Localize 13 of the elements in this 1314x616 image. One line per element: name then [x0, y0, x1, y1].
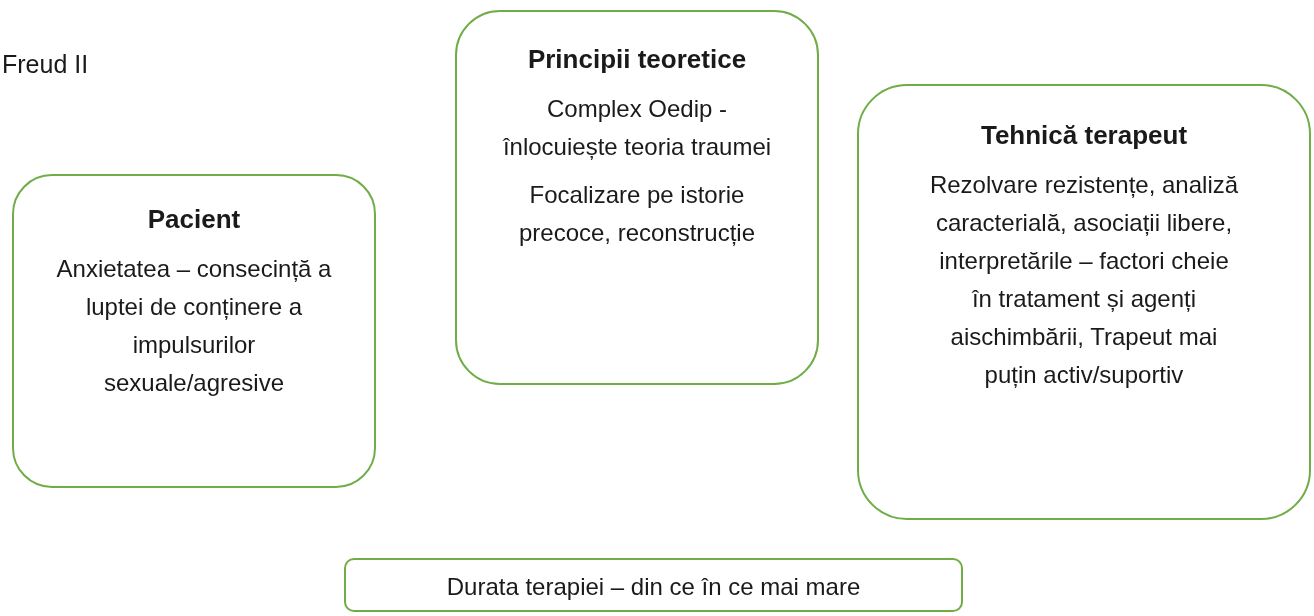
box-body-text: Complex Oedip - înlocuiește teoria traumei [501, 94, 773, 162]
box-heading: Pacient [147, 203, 241, 236]
diagram-title: Freud II [2, 50, 89, 79]
box-heading: Tehnică terapeut [980, 119, 1188, 152]
box-body-text: Focalizare pe istorie precoce, reconstrucție [517, 180, 757, 248]
box-body-text: Anxietatea – consecință a luptei de conținere a impulsurilor sexuale/agresive [55, 254, 333, 398]
box-heading: Principii teoretice [527, 43, 747, 76]
rounded-box [12, 174, 376, 488]
rounded-box [344, 558, 963, 612]
rounded-box [857, 84, 1311, 520]
rounded-box [455, 10, 819, 385]
box-body-text: Rezolvare rezistențe, analiză caracterială, asociații libere, interpretările – factori cheie în tratament și agenți aischimbării, Trapeut mai puțin activ/suportiv [929, 170, 1239, 390]
box-text: Durata terapiei – din ce în ce mai mare [446, 572, 861, 602]
